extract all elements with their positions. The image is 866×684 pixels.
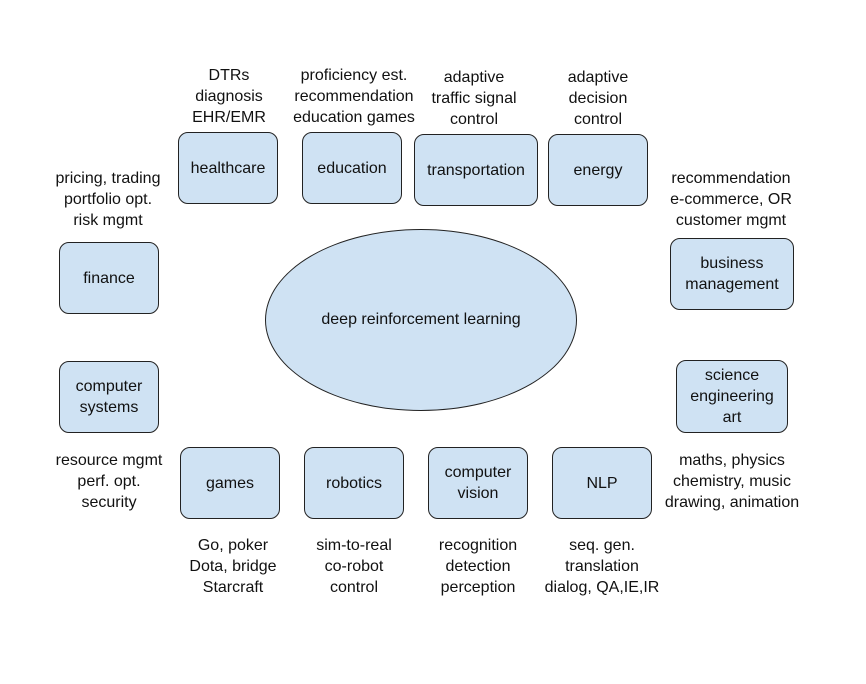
node-education: education <box>302 132 402 204</box>
node-finance-label: finance <box>83 269 135 287</box>
node-healthcare: healthcare <box>178 132 278 204</box>
node-healthcare-label: healthcare <box>190 159 266 177</box>
computer-vision-examples: recognition detection perception <box>438 537 518 596</box>
finance-examples: pricing, trading portfolio opt. risk mgm… <box>55 170 161 229</box>
node-science-label: science engineering art <box>690 367 774 426</box>
energy-examples: adaptive decision control <box>567 69 629 128</box>
node-business-label: business management <box>685 255 779 293</box>
node-computer-systems: computer systems <box>59 361 159 433</box>
node-energy-label: energy <box>573 161 623 179</box>
center-node-deep-rl: deep reinforcement learning <box>265 229 577 411</box>
healthcare-examples: DTRs diagnosis EHR/EMR <box>192 67 266 126</box>
node-finance: finance <box>59 242 159 314</box>
node-science-engineering-art: science engineering art <box>676 360 788 433</box>
node-games-label: games <box>205 474 255 492</box>
node-computer-vision-label: computer vision <box>444 464 512 502</box>
robotics-examples: sim-to-real co-robot control <box>316 537 392 596</box>
games-examples: Go, poker Dota, bridge Starcraft <box>189 537 277 596</box>
node-games: games <box>180 447 280 519</box>
node-energy: energy <box>548 134 648 206</box>
business-examples: recommendation e-commerce, OR customer m… <box>670 170 792 229</box>
computer-systems-examples: resource mgmt perf. opt. security <box>55 452 163 511</box>
node-transportation: transportation <box>414 134 538 206</box>
science-examples: maths, physics chemistry, music drawing,… <box>664 452 800 511</box>
node-business-management: business management <box>670 238 794 310</box>
node-nlp-label: NLP <box>586 474 618 492</box>
node-robotics-label: robotics <box>325 474 383 492</box>
node-robotics: robotics <box>304 447 404 519</box>
education-examples: proficiency est. recommendation educatio… <box>293 67 415 126</box>
nlp-examples: seq. gen. translation dialog, QA,IE,IR <box>544 537 660 596</box>
transportation-examples: adaptive traffic signal control <box>431 69 517 128</box>
node-transportation-label: transportation <box>427 161 525 179</box>
node-computer-systems-label: computer systems <box>75 378 143 416</box>
node-education-label: education <box>317 159 387 177</box>
center-node-label: deep reinforcement learning <box>321 311 521 328</box>
node-computer-vision: computer vision <box>428 447 528 519</box>
node-nlp: NLP <box>552 447 652 519</box>
